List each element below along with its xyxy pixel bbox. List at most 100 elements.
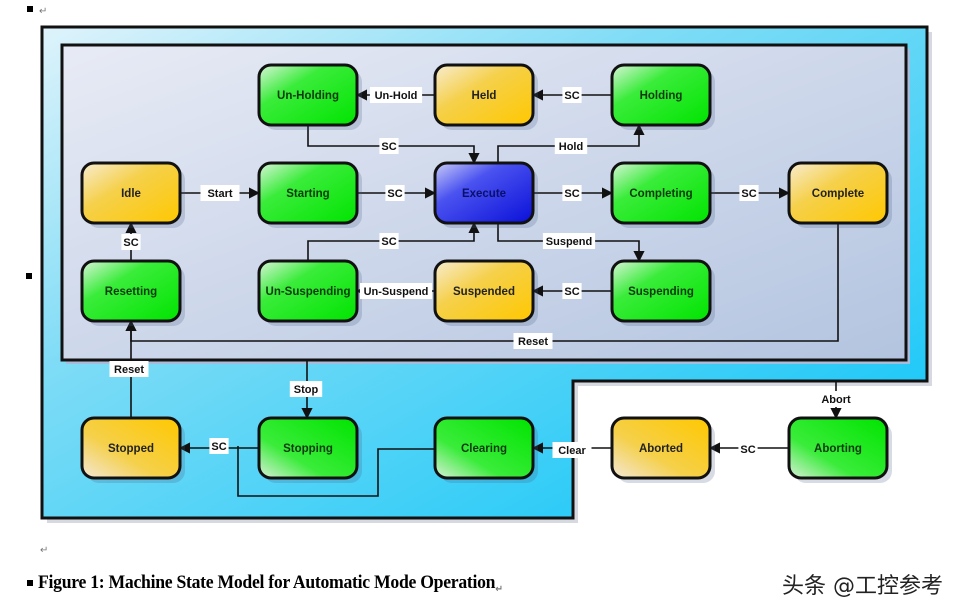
state-completing: Completing [610,161,715,228]
transition-label-text: Hold [559,141,583,153]
figure-caption-text: Figure 1: Machine State Model for Automa… [38,572,496,593]
transition-label-text: SC [381,141,396,153]
transition-label-text: Un-Hold [375,90,418,102]
list-bullet-middle [26,273,32,279]
transition-label-starting-execute: SC [385,185,405,201]
label-background [360,283,432,299]
state-label: Completing [629,188,692,200]
label-background [562,185,582,201]
transition-label-aborting-aborted: SC [738,441,758,457]
state-suspended: Suspended [433,259,538,326]
state-label: Held [472,90,497,102]
state-label: Holding [640,90,683,102]
list-bullet-top [27,6,33,12]
transition-label-text: SC [123,237,138,249]
figure-caption: Figure 1: Machine State Model for Automa… [38,572,503,595]
state-label: Suspended [453,286,515,298]
state-un-suspending: Un-Suspending [257,259,362,326]
state-box [610,416,712,480]
state-aborted: Aborted [610,416,715,483]
state-box [257,161,359,225]
transition-label-execute-completing: SC [562,185,582,201]
transition-clearing-stopping-branch [237,446,435,497]
transition-label-text: SC [387,188,402,200]
state-label: Complete [812,188,864,200]
transition-label-text: Un-Suspend [364,286,429,298]
transition-label-stopping-stopped: SC [209,438,229,454]
label-background [738,441,758,457]
state-box [610,63,712,127]
state-box [80,416,182,480]
transition-label-text: Stop [294,384,319,396]
state-label: Suspending [628,286,694,298]
transition-label-stopped-resetting: Reset [109,361,149,377]
state-resetting: Resetting [80,259,185,326]
paragraph-mark-top: ↵ [39,6,48,17]
label-background [562,87,582,103]
transition-label-resetting-idle: SC [121,234,141,250]
state-label: Stopping [283,443,333,455]
transition-label-held-unholding: Un-Hold [369,87,423,103]
state-label: Execute [462,188,506,200]
transition-label-text: SC [564,90,579,102]
state-idle: Idle [80,161,185,228]
state-box [433,259,535,323]
state-box [787,161,889,225]
label-background [542,233,596,249]
transition-label-text: Start [207,188,232,200]
paragraph-mark-bottom: ↵ [40,545,49,556]
state-un-holding: Un-Holding [257,63,362,130]
transition-label-text: SC [740,444,755,456]
transition-label-unsuspending-execute: SC [379,233,399,249]
state-starting: Starting [257,161,362,228]
transition-label-text: Reset [518,336,548,348]
transition-label-execute-suspending: Suspend [542,233,596,249]
transition-label-execute-holding: Hold [554,138,588,154]
state-label: Clearing [461,443,507,455]
state-holding: Holding [610,63,715,130]
paragraph-mark-caption: ↵ [495,584,503,595]
state-box [80,259,182,323]
state-label: Starting [286,188,329,200]
transition-label-text: SC [564,188,579,200]
state-complete: Complete [787,161,892,228]
transition-label-aborted-clearing: Clear [552,442,592,458]
transition-label-text: Reset [114,364,144,376]
transition-label-text: SC [564,286,579,298]
label-background [739,185,759,201]
label-background [209,438,229,454]
state-label: Un-Suspending [266,286,351,298]
watermark: 头条 @工控参考 [782,574,943,599]
state-box [433,161,535,225]
transition-label-suspended-unsuspending: Un-Suspend [360,283,432,299]
state-label: Aborted [639,443,683,455]
state-clearing: Clearing [433,416,538,483]
label-background [200,185,240,201]
state-box [257,416,359,480]
state-stopping: Stopping [257,416,362,483]
label-background [379,138,399,154]
state-box [787,416,889,480]
state-stopped: Stopped [80,416,185,483]
label-background [552,442,592,458]
label-background [379,233,399,249]
state-box [257,63,359,127]
state-suspending: Suspending [610,259,715,326]
transition-label-holding-held: SC [562,87,582,103]
label-background [513,333,553,349]
label-background [109,361,149,377]
state-label: Stopped [108,443,154,455]
state-box [610,161,712,225]
transition-label-text: SC [211,441,226,453]
label-background [562,283,582,299]
transition-label-suspending-suspended: SC [562,283,582,299]
state-execute: Execute [433,161,538,228]
transition-label-completing-complete: SC [739,185,759,201]
state-box [257,259,359,323]
label-background [369,87,423,103]
transition-label-text: SC [741,188,756,200]
label-background [554,138,588,154]
transition-label-panel-stopping: Stop [289,381,323,397]
